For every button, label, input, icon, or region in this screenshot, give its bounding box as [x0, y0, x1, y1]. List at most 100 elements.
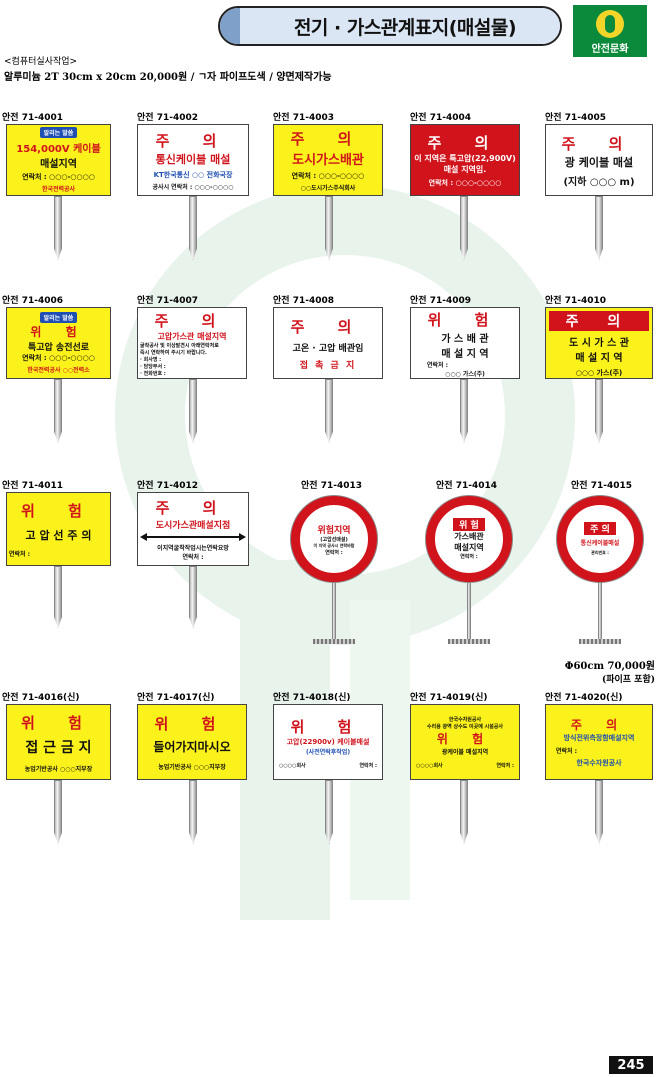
sign-line: 수리용 광역 상수도 이곳에 시설공사: [427, 723, 503, 730]
sign-board: 주 의 통신케이블 매설 KT한국통신 ○○ 전화국장 공사시 연락처 : ○○…: [137, 124, 249, 196]
sign-heading: 위 험: [30, 325, 87, 339]
product-code: 안전 71-4016(신): [2, 693, 80, 703]
sign-post: [325, 780, 333, 844]
product-code: 안전 71-4017(신): [137, 693, 215, 703]
sign-board: 알리는 말씀 154,000V 케이블 매설지역 연락처 : ○○○-○○○○ …: [6, 124, 111, 196]
product-code: 안전 71-4008: [273, 296, 335, 306]
sign-item-4016[interactable]: 안전 71-4016(신) 위 험 접 근 금 지 농업기반공사 ○○○지부장: [2, 690, 117, 850]
sign-item-4013[interactable]: 안전 71-4013 위험지역 (고압선매설) 이 지역 공사시 연락바람 연락…: [283, 478, 393, 648]
sign-contact: 연락처 :: [9, 551, 31, 558]
sign-post: [54, 379, 62, 443]
sign-board: 주 의 도시가스배관 연락처 : ○○○-○○○○ ○○도시가스주식회사: [273, 124, 383, 196]
sign-line: 가스배관: [454, 532, 484, 541]
sign-item-4006[interactable]: 안전 71-4006 알리는 말씀 위 험 특고압 송전선로 연락처 : ○○○…: [2, 293, 117, 453]
sign-item-4007[interactable]: 안전 71-4007 주 의 고압가스관 매설지역 굴착공사 및 이상발견시 아…: [137, 293, 252, 453]
sign-base: [579, 639, 621, 644]
sign-heading: 주 의: [570, 718, 628, 732]
sign-post: [467, 582, 471, 640]
sign-post: [595, 196, 603, 260]
sign-post: [460, 780, 468, 844]
sign-line: 통신케이블매설: [580, 540, 620, 547]
sign-post: [54, 780, 62, 844]
sign-post: [54, 566, 62, 628]
product-code: 안전 71-4005: [545, 113, 607, 123]
sign-heading: 위 험: [154, 715, 230, 733]
sign-company: ○○○○회사: [279, 762, 306, 769]
sign-line: 매 설 지 역: [575, 353, 623, 364]
sign-line: 이 지역 공사시 연락바람: [313, 542, 355, 548]
sign-item-4014[interactable]: 안전 71-4014 위 험 가스배관 매설지역 연락처 :: [418, 478, 528, 648]
sign-post: [598, 582, 602, 640]
sign-item-4011[interactable]: 안전 71-4011 위 험 고 압 선 주 의 연락처 :: [2, 478, 117, 638]
sign-item-4003[interactable]: 안전 71-4003 주 의 도시가스배관 연락처 : ○○○-○○○○ ○○도…: [273, 110, 388, 270]
sign-line: 즉시 연락하여 주시기 바랍니다.: [140, 349, 207, 356]
product-code: 안전 71-4011: [2, 481, 64, 491]
sign-item-4004[interactable]: 안전 71-4004 주 의 이 지역은 특고압(22,900V) 매설 지역임…: [410, 110, 525, 270]
sign-line: 고압(22900v) 케이블매설: [286, 737, 370, 746]
product-code: 안전 71-4007: [137, 296, 199, 306]
sign-line: 들어가지마시오: [153, 740, 231, 754]
sign-contact: 연락처 :: [496, 762, 514, 769]
round-sign-board: 위 험 가스배관 매설지역 연락처 :: [426, 496, 512, 582]
sign-line: 광케이블 매설지역: [441, 748, 489, 756]
sign-heading: 주 의: [290, 130, 366, 148]
sign-heading: 위 험: [427, 310, 503, 329]
sign-board: 위 험 가 스 배 관 매 설 지 역 연락처 : ○○○ 가스(주): [410, 307, 520, 379]
sign-item-4009[interactable]: 안전 71-4009 위 험 가 스 배 관 매 설 지 역 연락처 : ○○○…: [410, 293, 525, 453]
sign-post: [460, 196, 468, 260]
sign-item-4010[interactable]: 안전 71-4010 주 의 도 시 가 스 관 매 설 지 역 ○○○ 가스(…: [545, 293, 655, 453]
product-code: 안전 71-4020(신): [545, 693, 623, 703]
sign-company: ○○도시가스주식회사: [300, 185, 356, 192]
sign-contact: 연락처 : ○○○-○○○○: [291, 172, 365, 180]
sign-post: [189, 566, 197, 628]
sign-heading: 주 의: [561, 134, 637, 153]
sign-field: · 회사명 :: [140, 356, 162, 363]
round-sign-board: 주 의 통신케이블매설 관리번호 :: [557, 496, 643, 582]
sign-line: 고 압 선 주 의: [25, 529, 92, 542]
brand-logo: 안전문화: [573, 5, 647, 57]
sign-base: [448, 639, 490, 644]
sign-item-4017[interactable]: 안전 71-4017(신) 위 험 들어가지마시오 농업기반공사 ○○○지부장: [137, 690, 252, 850]
round-sign-board: 위험지역 (고압선매설) 이 지역 공사시 연락바람 연락처 :: [291, 496, 377, 582]
product-code: 안전 71-4018(신): [273, 693, 351, 703]
sign-company: 한국전력공사: [41, 186, 76, 193]
sign-board: 위 험 고 압 선 주 의 연락처 :: [6, 492, 111, 566]
product-code: 안전 71-4013: [301, 481, 363, 491]
sign-heading: 위 험: [290, 717, 366, 736]
product-code: 안전 71-4015: [571, 481, 633, 491]
sign-line: (사전연락후작업): [305, 748, 351, 756]
sign-line: 고온 · 고압 배관임: [292, 343, 364, 354]
sign-line: 접 근 금 지: [25, 739, 92, 756]
round-sign-price: Φ60cm 70,000원 (파이프 포함): [543, 657, 655, 685]
sign-contact: 연락처 :: [427, 361, 449, 369]
sign-item-4019[interactable]: 안전 71-4019(신) 한국수자원공사 수리용 광역 상수도 이곳에 시설공…: [410, 690, 525, 850]
sign-item-4012[interactable]: 안전 71-4012 주 의 도시가스관매설지점 이지역굴착작업시는연락요망 연…: [137, 478, 257, 638]
sign-item-4001[interactable]: 안전 71-4001 알리는 말씀 154,000V 케이블 매설지역 연락처 …: [2, 110, 112, 270]
sign-post: [332, 582, 336, 640]
sign-company: 농업기반공사 ○○○지부장: [158, 764, 226, 771]
sign-post: [325, 379, 333, 443]
sign-item-4018[interactable]: 안전 71-4018(신) 위 험 고압(22900v) 케이블매설 (사전연락…: [273, 690, 388, 850]
sign-item-4020[interactable]: 안전 71-4020(신) 주 의 방식전위측정함매설지역 연락처 : 한국수자…: [545, 690, 655, 850]
sign-heading: 주 의: [584, 522, 616, 535]
sign-company: ○○○ 가스(주): [575, 369, 623, 377]
sign-line: 접 촉 금 지: [299, 360, 357, 371]
sign-line: 굴착공사 및 이상발견시 아래연락처로: [140, 342, 219, 349]
sign-board: 주 의 도 시 가 스 관 매 설 지 역 ○○○ 가스(주): [545, 307, 653, 379]
sign-line: 매설지역: [454, 543, 484, 552]
price-note: (파이프 포함): [601, 675, 655, 685]
sign-contact: 연락처 :: [556, 748, 578, 755]
sign-contact: 연락처 : ○○○-○○○○: [22, 354, 95, 362]
sign-footer: ○○○○회사 연락처 :: [413, 762, 517, 769]
sign-line: (지하 ○○○ m): [563, 176, 635, 188]
sign-item-4015[interactable]: 안전 71-4015 주 의 통신케이블매설 관리번호 :: [553, 478, 655, 648]
sign-item-4008[interactable]: 안전 71-4008 주 의 고온 · 고압 배관임 접 촉 금 지: [273, 293, 388, 453]
sign-line: 고압가스관 매설지역: [157, 331, 227, 341]
notice-tag: 알리는 말씀: [39, 127, 78, 138]
sign-item-4005[interactable]: 안전 71-4005 주 의 광 케이블 매설 (지하 ○○○ m): [545, 110, 655, 270]
sign-board: 주 의 광 케이블 매설 (지하 ○○○ m): [545, 124, 653, 196]
sign-line: 이 지역은 특고압(22,900V): [414, 154, 516, 163]
sign-item-4002[interactable]: 안전 71-4002 주 의 통신케이블 매설 KT한국통신 ○○ 전화국장 공…: [137, 110, 252, 270]
sign-line: 도 시 가 스 관: [569, 338, 629, 349]
